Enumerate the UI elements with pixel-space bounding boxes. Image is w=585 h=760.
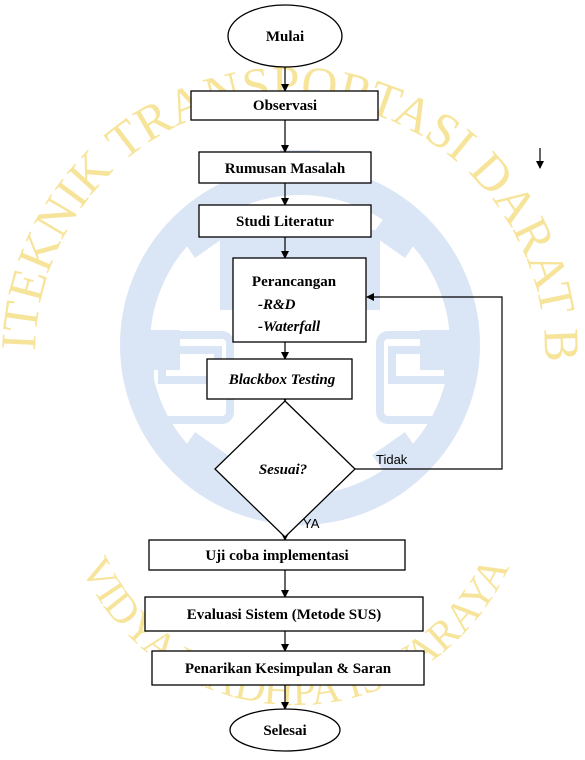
perancangan-title: Perancangan [252,274,337,290]
bus-right-icon [376,331,464,424]
penarikan-label: Penarikan Kesimpulan & Saran [185,661,392,677]
ya-label: YA [303,516,320,531]
end-terminal [229,708,341,752]
blackbox-label: Blackbox Testing [228,372,336,388]
rumusan-label: Rumusan Masalah [225,161,346,177]
evaluasi-box [144,596,424,632]
evaluasi-label: Evaluasi Sistem (Metode SUS) [187,607,382,623]
tidak-label: Tidak [376,452,408,467]
observasi-box [190,90,379,121]
perancangan-box [232,257,367,343]
observasi-label: Observasi [253,98,317,114]
decision-diamond [214,400,356,538]
decision-label: Sesuai? [259,462,307,478]
start-label: Mulai [266,29,304,45]
uji-box [148,539,406,571]
arrow-tidak-loop [355,293,503,470]
perancangan-item-rnd: -R&D [258,297,296,313]
watermark-bottom-text: VIDYA MADHPA ISWARAYA [72,550,519,716]
studi-box [198,204,372,238]
perancangan-item-waterfall: -Waterfall [258,319,321,335]
penarikan-box [151,650,425,686]
rumusan-box [198,151,372,184]
uji-label: Uji coba implementasi [205,548,348,564]
blackbox-box [206,358,353,400]
studi-label: Studi Literatur [236,214,334,230]
end-label: Selesai [263,723,306,739]
start-terminal [227,4,343,68]
